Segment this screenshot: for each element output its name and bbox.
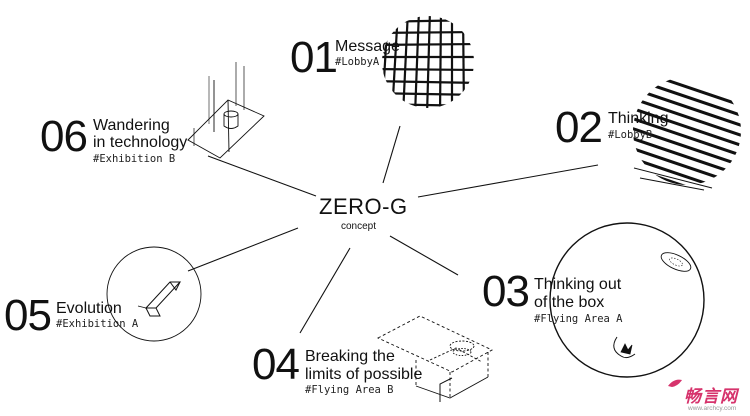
node-tag: #Flying Area B (305, 384, 394, 396)
node-title-line-1: Breaking the (305, 348, 395, 365)
node-number: 03 (482, 267, 530, 316)
node-title-line-2: limits of possible (305, 366, 423, 383)
node-number: 04 (252, 340, 300, 389)
node-title: Message (335, 38, 400, 55)
node-number: 01 (290, 33, 338, 82)
watermark-url: www.archcy.com (688, 405, 737, 412)
node-tag: #Exhibition A (56, 318, 139, 330)
grid-sphere-graphic (382, 16, 474, 108)
node-tag: #Flying Area A (534, 313, 623, 325)
node-number: 02 (555, 103, 603, 152)
node-tag: #Exhibition B (93, 153, 176, 165)
node-title-line-1: Wandering (93, 117, 170, 134)
connector-02 (417, 164, 599, 198)
connector-01 (382, 125, 401, 184)
center-title: ZERO-G (319, 194, 408, 219)
center-subtitle: concept (341, 221, 377, 232)
node-tag: #LobbyB (608, 129, 653, 141)
connector-05 (187, 227, 299, 272)
node-title: Evolution (56, 300, 122, 317)
orbit-circle-graphic (549, 222, 705, 378)
bracket-circle-graphic (106, 246, 202, 342)
connectors (187, 125, 599, 334)
node-title-line-1: Thinking out (534, 276, 622, 293)
platform-graphic (187, 62, 265, 159)
node-title: Thinking (608, 110, 669, 127)
watermark-mark (668, 379, 682, 387)
isometric-box-graphic (376, 315, 493, 402)
watermark-logo: 畅言网 (684, 387, 738, 406)
node-title-line-2: in technology (93, 134, 188, 151)
node-tag: #LobbyA (335, 56, 380, 68)
node-title-line-2: of the box (534, 294, 605, 311)
node-number: 05 (4, 291, 52, 340)
striped-sphere-graphic (633, 77, 741, 191)
connector-06 (207, 155, 317, 197)
node-number: 06 (40, 112, 88, 161)
connector-03 (389, 235, 459, 276)
connector-04 (299, 247, 351, 334)
